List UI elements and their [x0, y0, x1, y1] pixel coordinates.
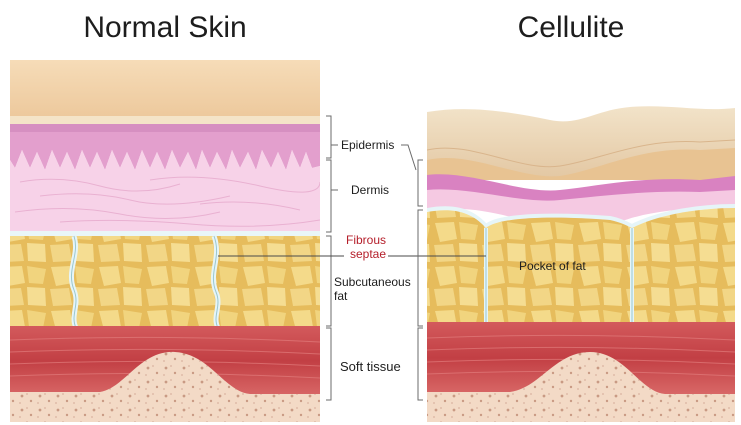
normal-top-skin-layer [10, 60, 320, 122]
soft-tissue-bracket [326, 328, 331, 400]
dermis-label: Dermis [351, 183, 389, 197]
subcutaneous-label-line2: fat [334, 289, 348, 303]
epidermis-label: Epidermis [341, 138, 394, 152]
epidermis-bracket [326, 116, 331, 158]
subcutaneous-bracket [326, 236, 331, 326]
soft-tissue-label: Soft tissue [340, 359, 401, 374]
dermis-bracket [326, 160, 331, 232]
normal-epidermis-band [10, 116, 320, 124]
normal-skin-title: Normal Skin [83, 11, 246, 44]
cellulite-soft-tissue-bracket [418, 328, 423, 400]
cellulite-subcutaneous-bracket [418, 210, 423, 326]
normal-subcutaneous-fat [10, 236, 320, 328]
fibrous-label-line1: Fibrous [346, 233, 386, 247]
pocket-of-fat-label: Pocket of fat [519, 259, 586, 273]
cellulite-title: Cellulite [518, 11, 625, 44]
fibrous-label-line2: septae [350, 247, 386, 261]
normal-skin-panel [10, 60, 320, 422]
cellulite-epidermis-bracket [418, 160, 423, 206]
subcutaneous-label-line1: Subcutaneous [334, 275, 411, 289]
normal-dermis-fat-border [10, 231, 320, 236]
epidermis-pointer [401, 145, 416, 170]
